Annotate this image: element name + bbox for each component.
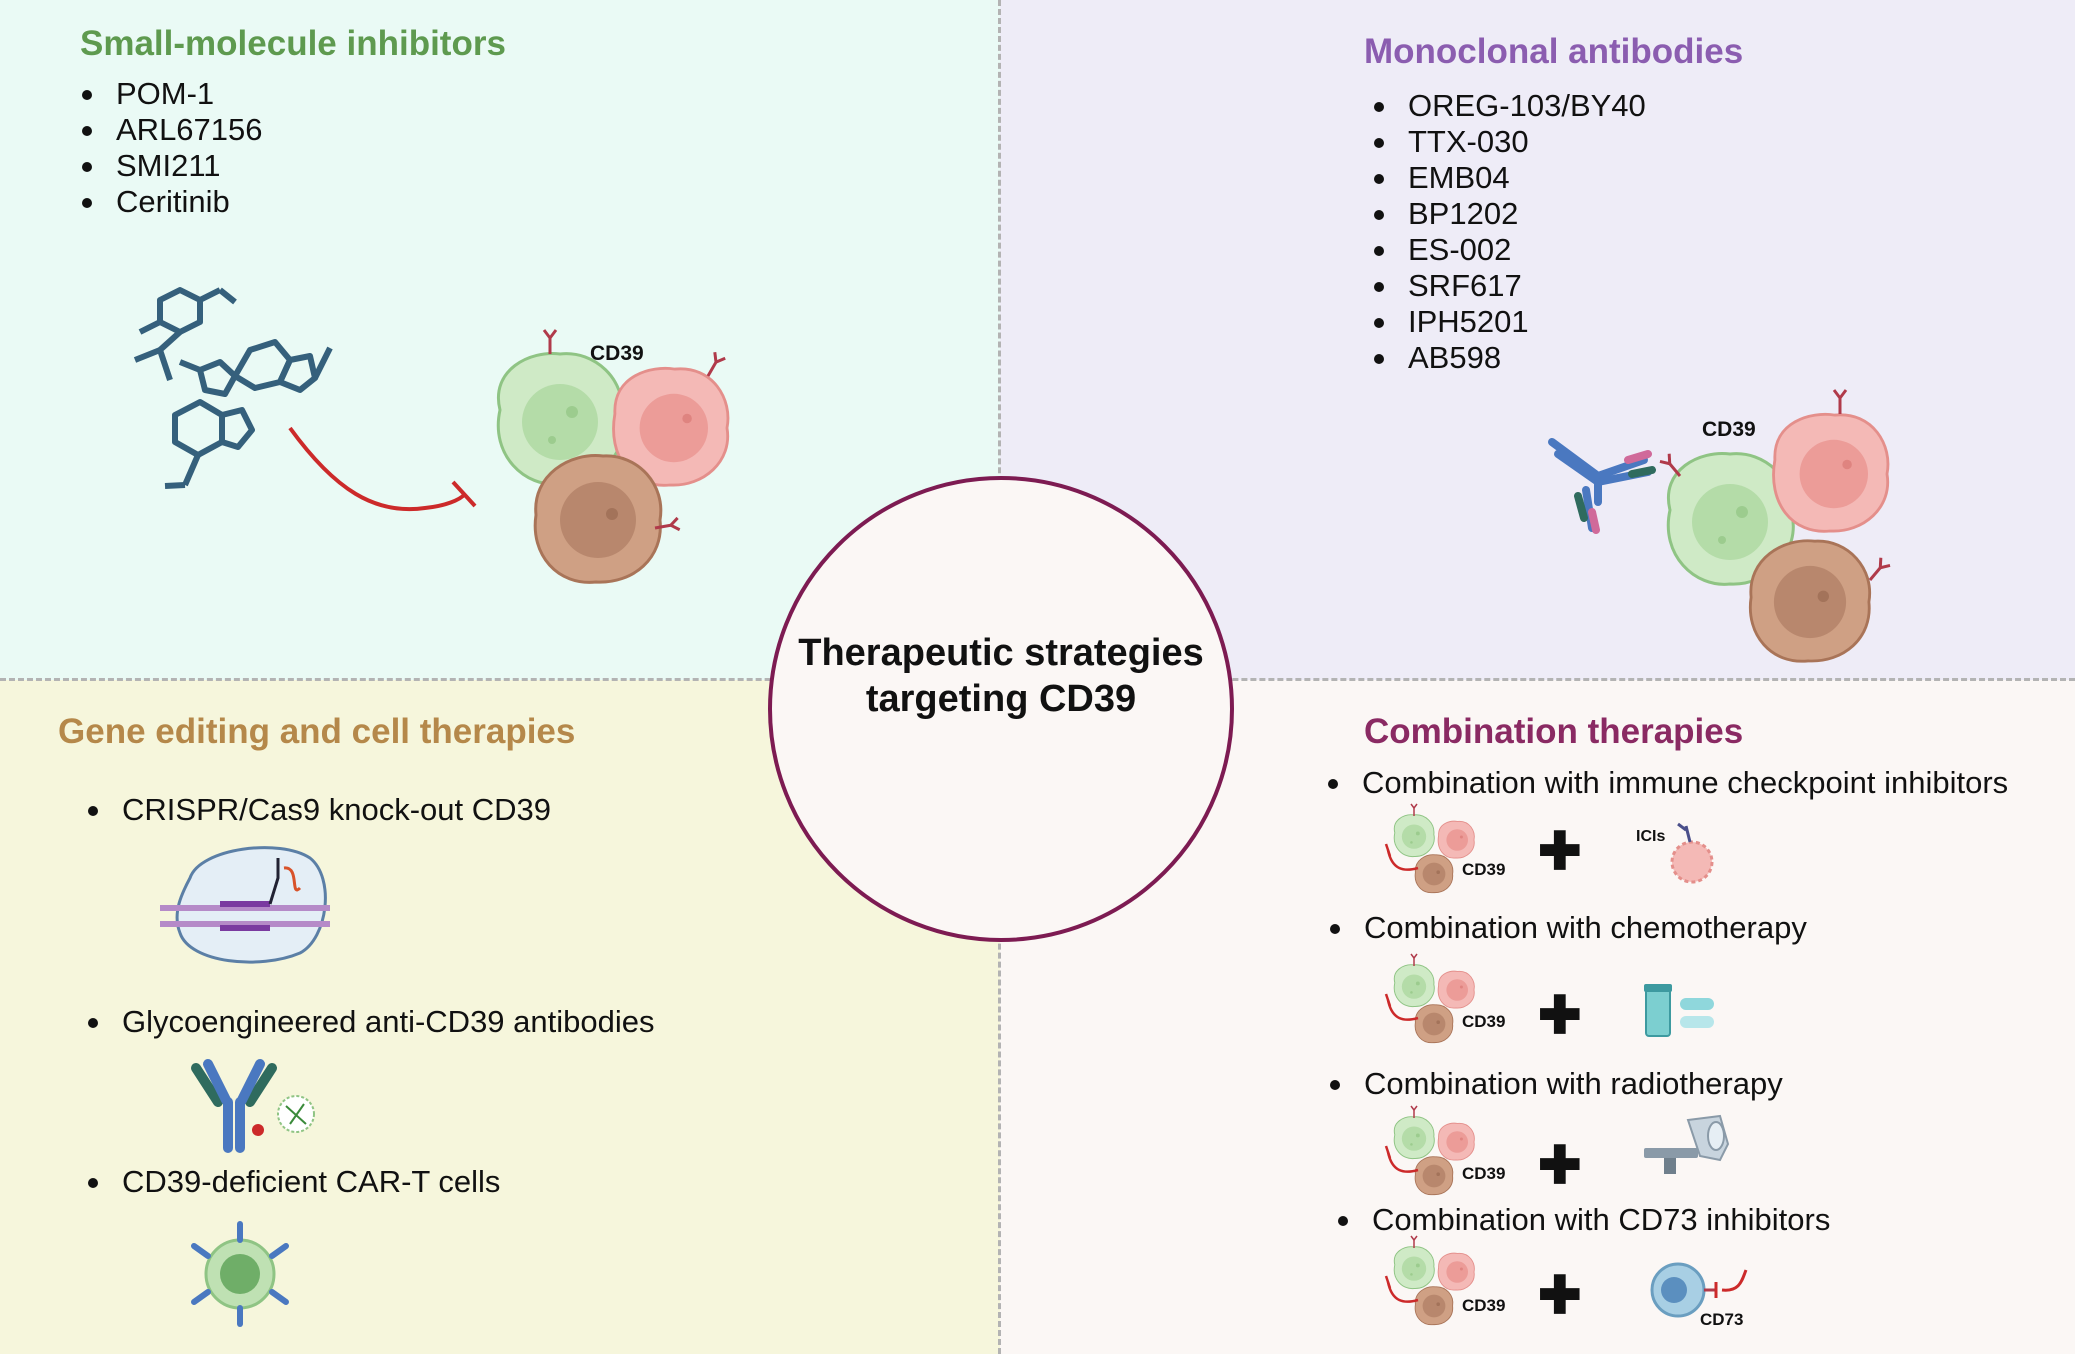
list-item: ES-002 (1372, 232, 1646, 268)
gene-editing-item-3: CD39-deficient CAR-T cells (86, 1164, 500, 1200)
combination-title: Combination therapies (1364, 712, 1743, 752)
center-title-line-1: Therapeutic strategies (798, 632, 1204, 674)
plus-icon: ✚ (1538, 1267, 1582, 1325)
cd39-cell-cluster-icon (1658, 388, 1892, 663)
list-item: AB598 (1372, 340, 1646, 376)
small-molecule-list: POM-1 ARL67156 SMI211 Ceritinib (80, 76, 263, 220)
list-item: Glycoengineered anti-CD39 antibodies (86, 1004, 655, 1040)
cd39-label: CD39 (1462, 860, 1506, 879)
cd39-label: CD39 (1462, 1296, 1506, 1315)
cd73-label: CD73 (1700, 1310, 1744, 1329)
cd39-label: CD39 (590, 342, 644, 365)
list-item: CRISPR/Cas9 knock-out CD39 (86, 792, 551, 828)
cd39-label: CD39 (1462, 1164, 1506, 1183)
list-item: BP1202 (1372, 196, 1646, 232)
gene-editing-item-2: Glycoengineered anti-CD39 antibodies (86, 1004, 655, 1040)
cd73-inhibitor-icon (1650, 1262, 1748, 1318)
antibody-icon (1548, 438, 1656, 534)
combination-item-label: Combination with immune checkpoint inhib… (1327, 765, 2009, 800)
combination-title-text: Combination therapies (1364, 712, 1744, 751)
inhibition-arrow-icon (288, 426, 477, 512)
list-item: Ceritinib (80, 184, 263, 220)
small-molecule-title: Small-molecule inhibitors (80, 24, 506, 64)
combination-item-label: Combination with radiotherapy (1330, 1066, 1783, 1101)
combination-item-label: Combination with CD73 inhibitors (1337, 1202, 1831, 1237)
list-item: SRF617 (1372, 268, 1646, 304)
list-item: CD39-deficient CAR-T cells (86, 1164, 500, 1200)
list-item: TTX-030 (1372, 124, 1646, 160)
combination-item-label: Combination with chemotherapy (1330, 910, 1807, 945)
list-item: IPH5201 (1372, 304, 1646, 340)
plus-icon: ✚ (1538, 1137, 1582, 1195)
chemical-structure-icon (133, 287, 333, 489)
center-title: Therapeutic strategies targeting CD39 (768, 630, 1234, 722)
cd39-label: CD39 (1462, 1012, 1506, 1031)
list-item: SMI211 (80, 148, 263, 184)
center-circle (768, 476, 1234, 942)
immune-checkpoint-inhibitor-icon (1670, 822, 1714, 884)
list-item: EMB04 (1372, 160, 1646, 196)
cd39-label: CD39 (1702, 418, 1756, 441)
chemotherapy-pills-icon (1644, 984, 1714, 1037)
car-t-cell-icon (191, 1221, 289, 1327)
crispr-cas9-icon (160, 846, 330, 964)
list-item: POM-1 (80, 76, 263, 112)
glycoengineered-antibody-icon (191, 1059, 315, 1153)
center-title-line-2: targeting CD39 (865, 678, 1137, 720)
list-item: OREG-103/BY40 (1372, 88, 1646, 124)
monoclonal-title: Monoclonal antibodies (1364, 32, 1743, 72)
small-molecule-title-text: Small-molecule inhibitors (80, 24, 506, 63)
icis-label: ICIs (1636, 828, 1666, 845)
radiotherapy-machine-icon (1644, 1114, 1730, 1174)
plus-icon: ✚ (1538, 823, 1582, 881)
plus-icon: ✚ (1538, 987, 1582, 1045)
gene-editing-item-1: CRISPR/Cas9 knock-out CD39 (86, 792, 551, 828)
cd39-cell-cluster-icon (496, 328, 730, 584)
monoclonal-title-text: Monoclonal antibodies (1364, 32, 1744, 71)
gene-editing-title-text: Gene editing and cell therapies (58, 712, 576, 751)
cd39-cell-cluster-icon (1380, 822, 1490, 892)
list-item: ARL67156 (80, 112, 263, 148)
monoclonal-list: OREG-103/BY40 TTX-030 EMB04 BP1202 ES-00… (1372, 88, 1646, 376)
gene-editing-title: Gene editing and cell therapies (58, 712, 575, 752)
